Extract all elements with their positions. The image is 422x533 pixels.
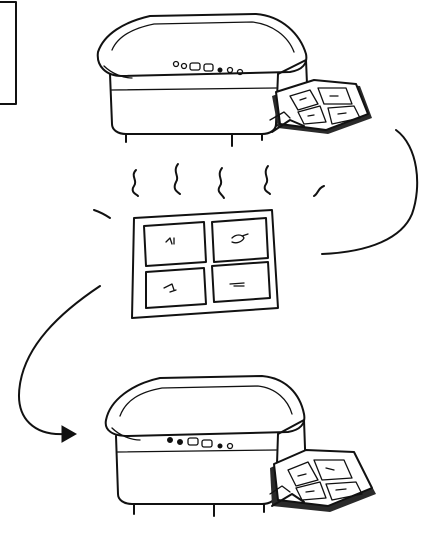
frame-corner bbox=[0, 2, 16, 104]
printer-top bbox=[98, 14, 308, 146]
printout-bottom bbox=[270, 450, 376, 512]
heat-lines bbox=[94, 164, 324, 218]
control-buttons-bottom bbox=[168, 438, 233, 449]
printout-top bbox=[270, 80, 372, 134]
photo-sheet-middle bbox=[132, 210, 278, 318]
flow-arrow-right bbox=[322, 130, 417, 254]
flow-arrow-left bbox=[19, 286, 100, 442]
